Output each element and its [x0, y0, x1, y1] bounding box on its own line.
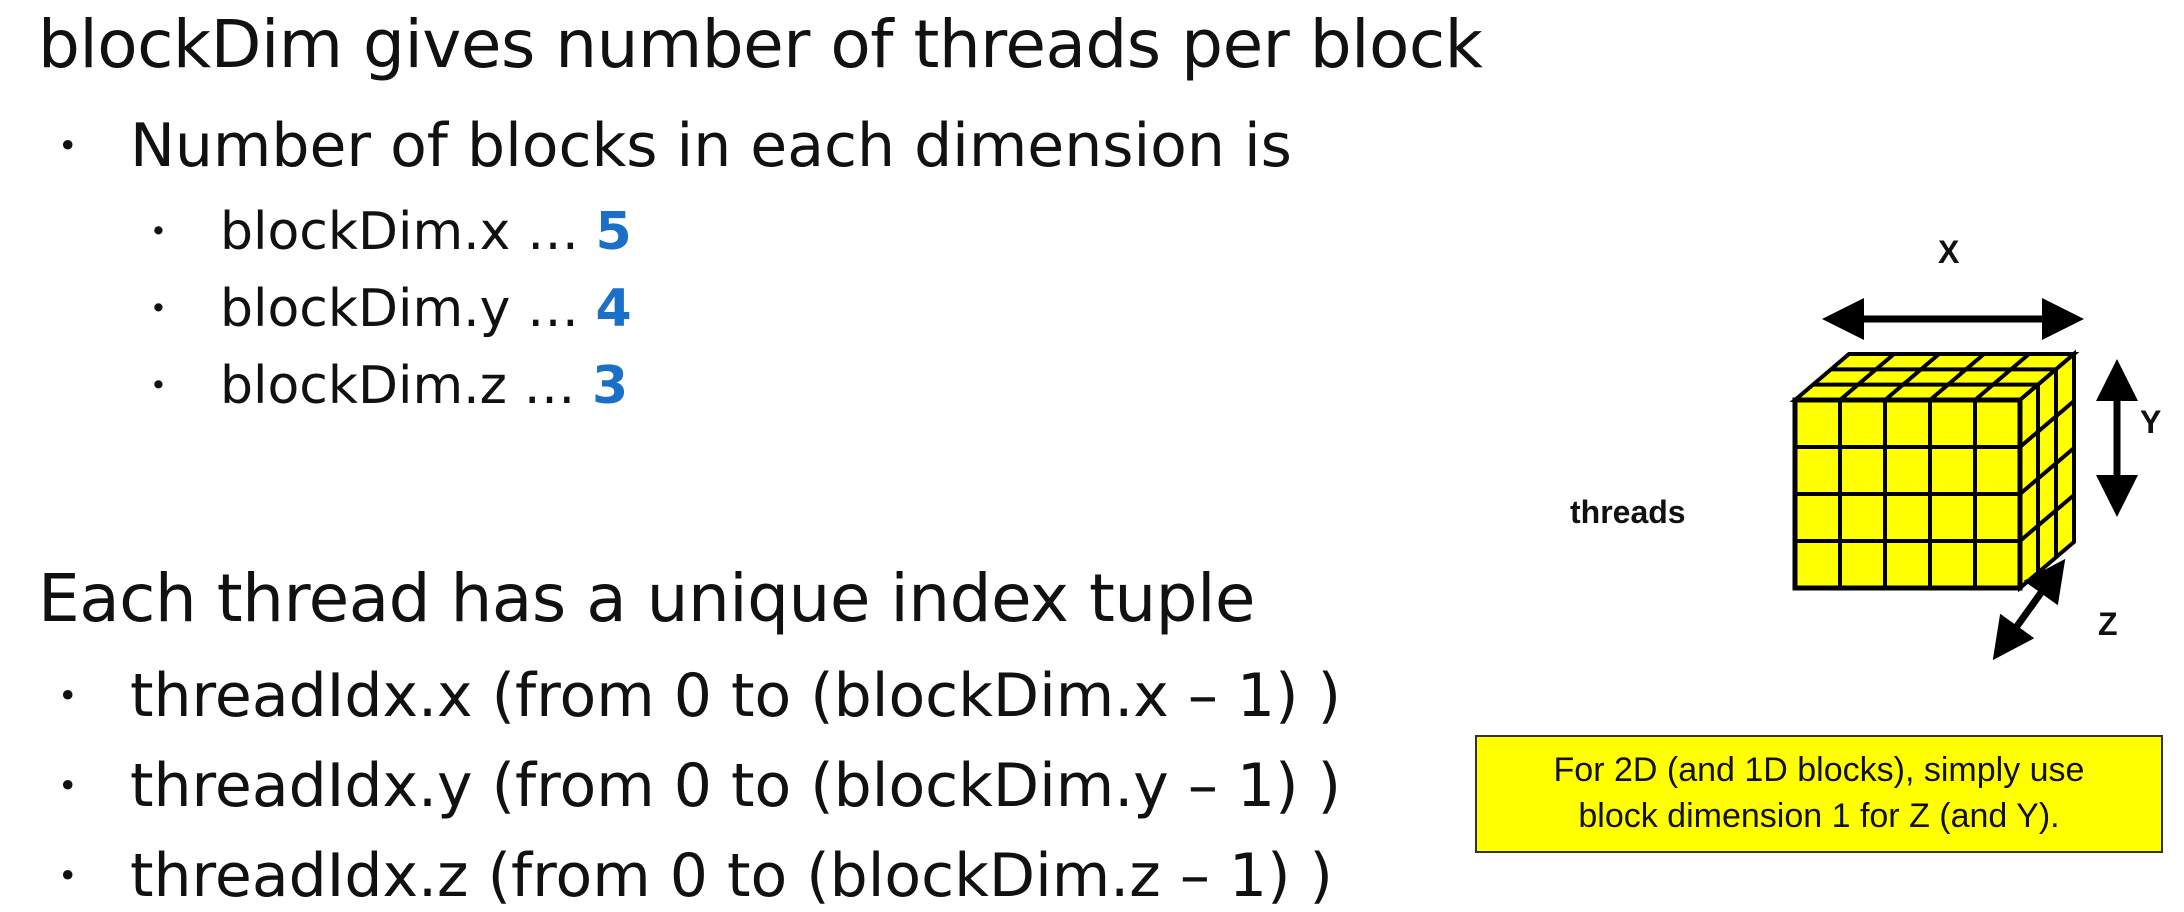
bullet-text: Number of blocks in each dimension is: [130, 111, 1292, 181]
subbullet-value: 4: [595, 279, 632, 339]
bullet-dot: •: [58, 125, 78, 165]
heading-thread-index: Each thread has a unique index tuple: [38, 560, 1256, 637]
bullet-threadidx-y: • threadIdx.y (from 0 to (blockDim.y – 1…: [58, 756, 1341, 816]
bullet-dot: •: [58, 765, 78, 805]
subbullet-blockdim-x: • blockDim.x … 5: [150, 206, 632, 258]
top-grid-line: [1838, 352, 1896, 402]
bullet-threadidx-z: • threadIdx.z (from 0 to (blockDim.z – 1…: [58, 846, 1333, 906]
bullet-blocks-intro: • Number of blocks in each dimension is: [58, 116, 1292, 176]
thread-cube: [1789, 349, 2080, 593]
y-axis-label: Y: [2140, 404, 2161, 440]
bullet-dot: •: [58, 855, 78, 895]
subbullet-blockdim-z: • blockDim.z … 3: [150, 360, 628, 412]
bullet-dot: •: [150, 291, 167, 325]
bullet-dot: •: [58, 675, 78, 715]
bullet-text: threadIdx.y (from 0 to (blockDim.y – 1) …: [130, 751, 1341, 821]
bullet-text: threadIdx.z (from 0 to (blockDim.z – 1) …: [130, 841, 1333, 911]
top-grid-line: [1883, 352, 1941, 402]
side-grid-line: [2018, 446, 2076, 496]
side-grid-line: [2018, 493, 2076, 543]
threads-caption: threads: [1570, 494, 1686, 530]
note-line-2: block dimension 1 for Z (and Y).: [1578, 797, 2060, 835]
z-axis-arrow: [1992, 558, 2066, 661]
top-grid-line: [1928, 352, 1986, 402]
bullet-text: threadIdx.x (from 0 to (blockDim.x – 1) …: [130, 661, 1341, 731]
subbullet-label: blockDim.z …: [220, 356, 592, 416]
thread-block-diagram: threads X Y Z: [1570, 234, 2161, 661]
subbullet-label: blockDim.x …: [220, 202, 596, 262]
x-axis-label: X: [1938, 234, 1960, 270]
subbullet-value: 3: [592, 356, 629, 416]
dimension-note: For 2D (and 1D blocks), simply use block…: [1475, 735, 2163, 853]
bullet-dot: •: [150, 368, 167, 402]
bullet-threadidx-x: • threadIdx.x (from 0 to (blockDim.x – 1…: [58, 666, 1341, 726]
top-grid-line: [1973, 352, 2031, 402]
bullet-dot: •: [150, 214, 167, 248]
heading-blockdim: blockDim gives number of threads per blo…: [38, 6, 1483, 83]
subbullet-blockdim-y: • blockDim.y … 4: [150, 283, 632, 335]
z-axis-label: Z: [2098, 606, 2118, 642]
side-grid-line: [2018, 399, 2076, 449]
note-line-1: For 2D (and 1D blocks), simply use: [1553, 751, 2085, 790]
subbullet-label: blockDim.y …: [220, 279, 596, 339]
subbullet-value: 5: [595, 202, 632, 262]
